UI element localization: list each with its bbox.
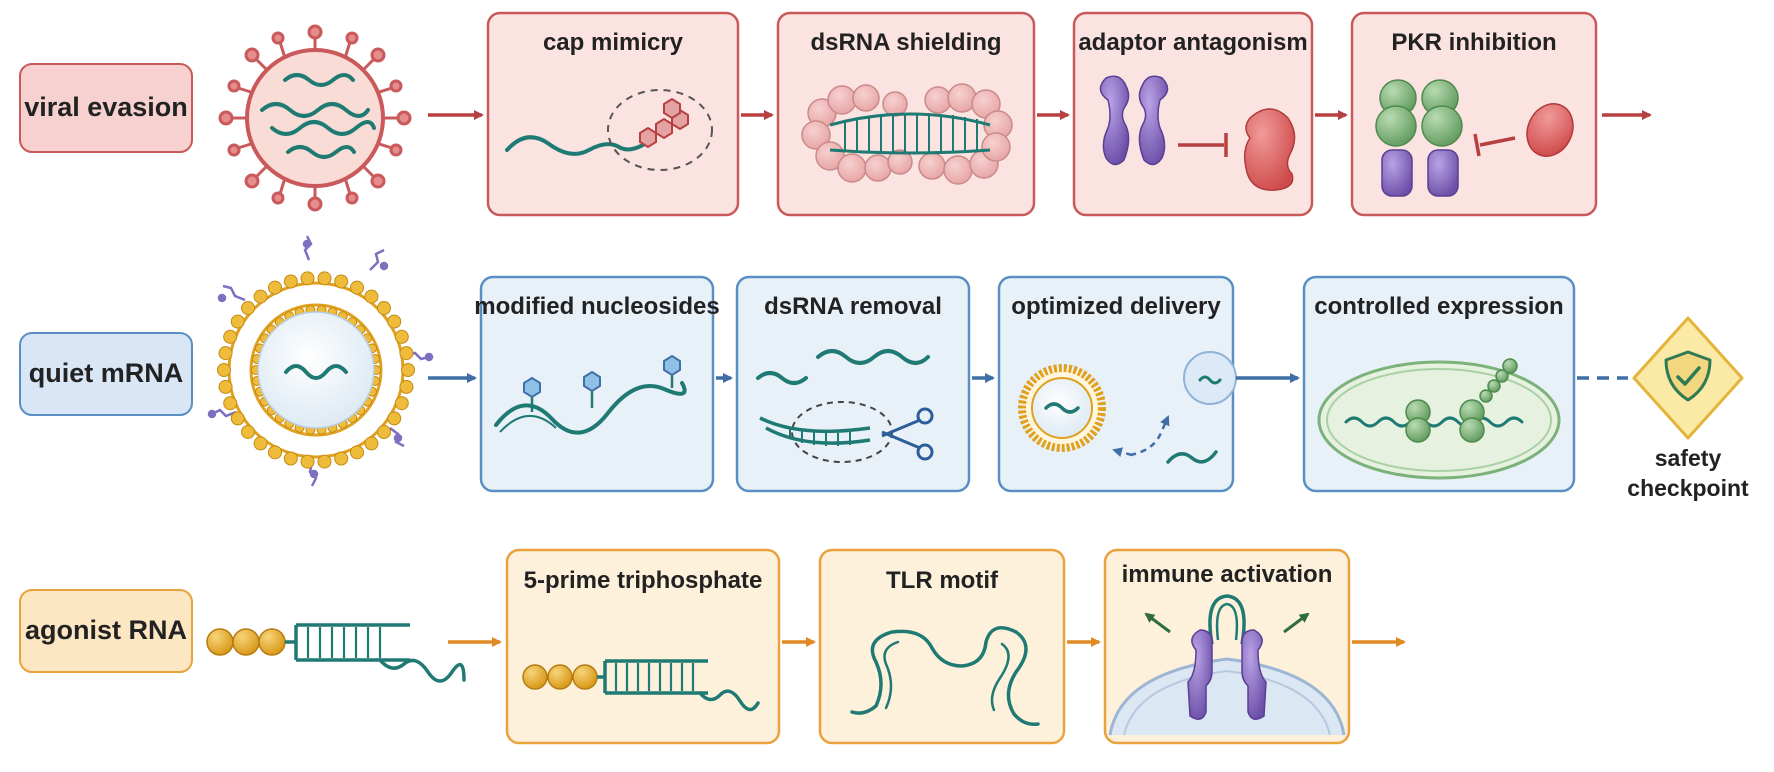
step-immune-activation: immune activation [1103, 548, 1351, 745]
row-viral-evasion: viral evasion [19, 11, 1652, 217]
row-agonist-rna: agonist RNA 5-prime triphosphate [19, 548, 1406, 745]
lipid-head [364, 436, 379, 451]
lipid-head [241, 424, 256, 439]
lipid-head [394, 396, 409, 411]
shield-check-icon [1664, 350, 1712, 402]
lipid-head [387, 314, 402, 329]
step-label: 5-prime triphosphate [524, 567, 763, 594]
lipid-head [387, 411, 402, 426]
inhibitor-icon [1526, 103, 1574, 157]
lipid-head [334, 451, 349, 466]
step-dsrna-shielding: quiet mRNA dsRNA shielding [776, 11, 1036, 217]
lipid-head [401, 363, 415, 377]
step-dsrna-removal: dsRNA removal [735, 275, 971, 493]
triphosphate-rna-icon [206, 623, 466, 683]
row-label-text: quiet mRNA [29, 358, 184, 388]
lipid-head [334, 274, 349, 289]
lipid-head [283, 274, 298, 289]
lipid-head [394, 329, 409, 344]
antagonist-protein-icon [1243, 108, 1296, 191]
adaptor-protein-icon [1099, 75, 1169, 166]
lipid-head [350, 445, 365, 460]
cap-structure-icon [505, 89, 713, 171]
lipid-head [376, 424, 391, 439]
step-pkr-inhibition: PKR inhibition [1350, 11, 1598, 217]
lipid-head [317, 454, 332, 469]
virus-icon [218, 24, 412, 212]
step-label: dsRNA removal [764, 293, 942, 320]
pkr-dimer-icon [1375, 79, 1463, 197]
nanoparticle-delivery-icon [1018, 351, 1237, 464]
lipid-nanoparticle-icon [207, 235, 434, 487]
row-label-text: agonist RNA [25, 615, 187, 645]
step-label: TLR motif [886, 567, 999, 594]
step-label: controlled expression [1314, 293, 1563, 320]
inhibition-icon [1178, 133, 1228, 157]
lipid-head [241, 301, 256, 316]
lipid-head [218, 346, 233, 361]
lipid-head [217, 363, 231, 377]
step-cap-mimicry: cap mimicry [486, 11, 740, 217]
step-tlr-motif: TLR motif [818, 548, 1066, 745]
step-label: optimized delivery [1011, 293, 1221, 320]
step-label: PKR inhibition [1391, 29, 1556, 56]
step-label: immune activation [1122, 561, 1333, 588]
scissors-icon [881, 407, 934, 461]
shielding-protein-icon [801, 83, 1013, 185]
lipid-head [399, 346, 414, 361]
lipid-head [283, 451, 298, 466]
row-label-viral-evasion: viral evasion [19, 63, 193, 153]
lipid-head [223, 329, 238, 344]
step-label: dsRNA shielding [810, 29, 1001, 56]
tlr-motif-rna-icon [850, 626, 1040, 727]
step-controlled-expression: controlled expression [1302, 275, 1576, 493]
single-rna-strands-icon [756, 349, 930, 385]
lipid-head [376, 301, 391, 316]
modified-rna-icon [494, 354, 687, 435]
step-label: modified nucleosides [474, 293, 719, 320]
safety-checkpoint: safety checkpoint [1627, 316, 1749, 501]
row-label-text: viral evasion [24, 92, 188, 122]
lipid-head [230, 411, 245, 426]
lipid-head [223, 396, 238, 411]
lipid-head [350, 280, 365, 295]
lipid-head [253, 436, 268, 451]
lipid-head [300, 454, 315, 469]
step-adaptor-antagonism: adaptor antagonism [1072, 11, 1314, 217]
step-label: cap mimicry [543, 29, 684, 56]
row-label-quiet-mrna: quiet mRNA [19, 332, 193, 416]
lipid-head [218, 379, 233, 394]
cell-expression-icon [1317, 358, 1561, 480]
lipid-head [300, 271, 315, 286]
lipid-head [399, 379, 414, 394]
lipid-head [267, 445, 282, 460]
lipid-head [230, 314, 245, 329]
step-optimized-delivery: optimized delivery [997, 275, 1237, 493]
row-label-agonist-rna: agonist RNA [19, 589, 193, 673]
receptor-activation-icon [1108, 594, 1346, 736]
lipid-head [267, 280, 282, 295]
step-5-prime-triphosphate: 5-prime triphosphate [505, 548, 781, 745]
triphosphate-rna-icon [522, 659, 760, 712]
inhibition-icon [1473, 133, 1516, 157]
checkpoint-line1: safety [1655, 445, 1722, 471]
row-quiet-mrna: quiet mRNA modified nucleosides [19, 235, 1749, 501]
step-label: adaptor antagonism [1078, 29, 1307, 56]
lipid-head [253, 289, 268, 304]
checkpoint-line2: checkpoint [1627, 475, 1749, 501]
step-modified-nucleosides: modified nucleosides [474, 275, 720, 493]
lipid-head [317, 271, 332, 286]
lipid-head [364, 289, 379, 304]
